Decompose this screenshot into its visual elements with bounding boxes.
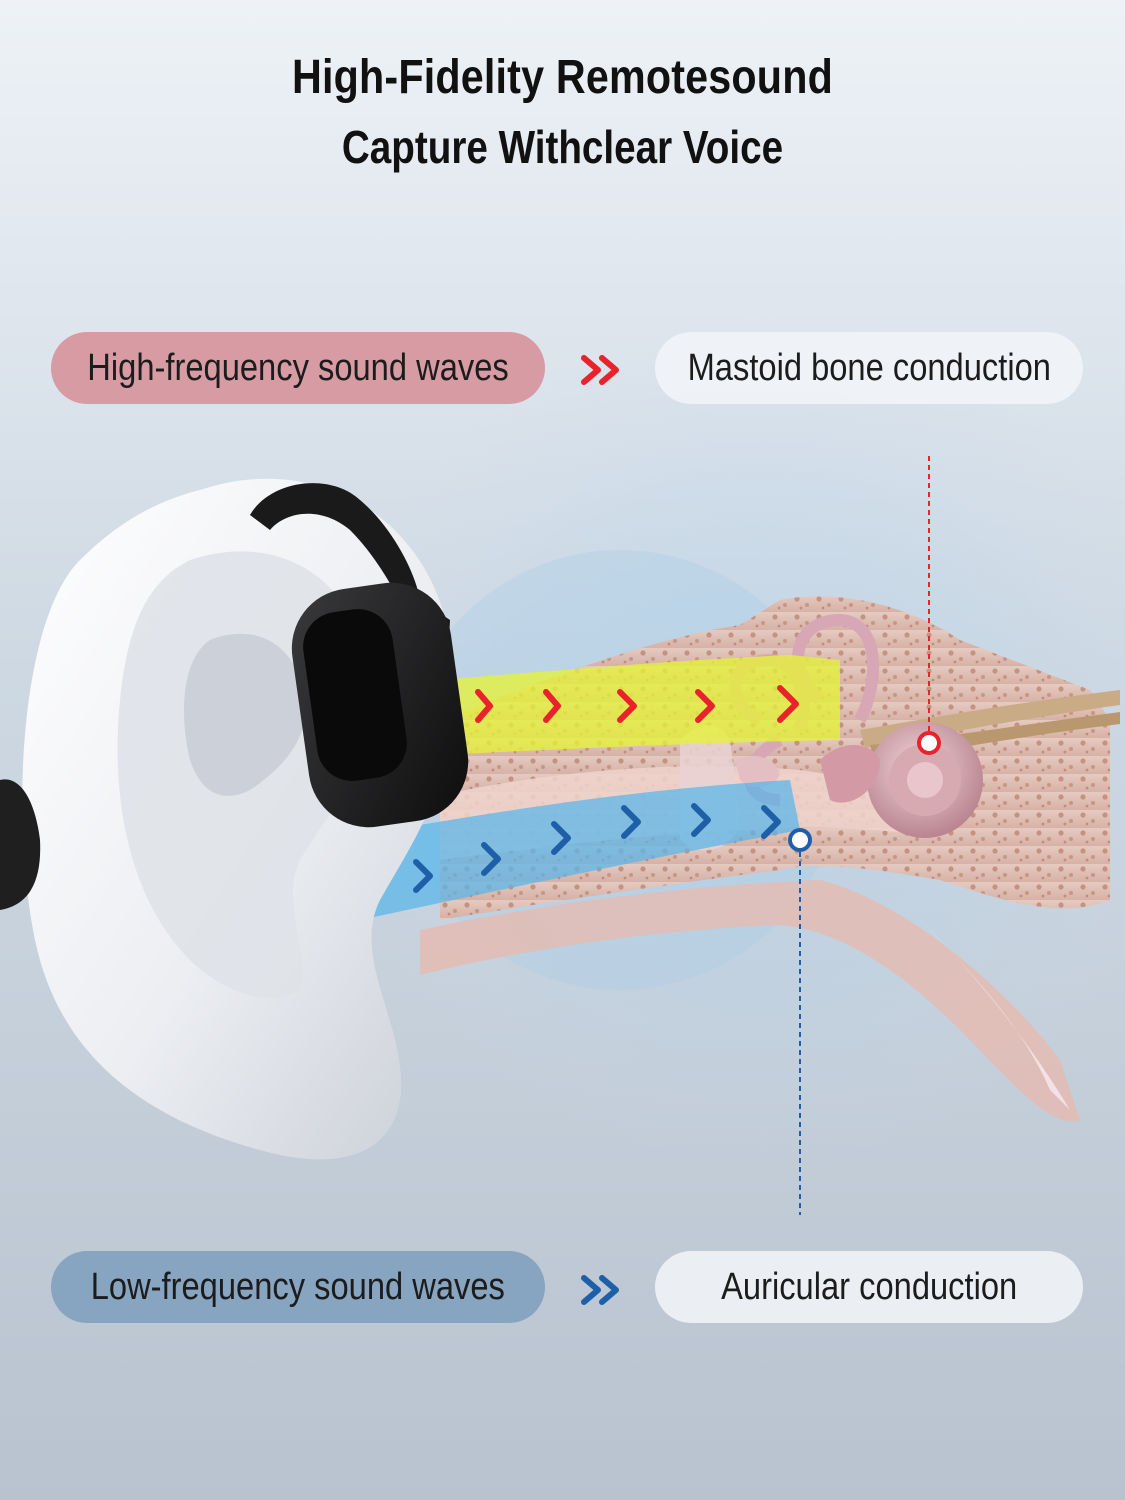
chevron-right-icon	[761, 805, 781, 839]
high-frequency-text: High-frequency sound waves	[87, 346, 509, 389]
low-frequency-text: Low-frequency sound waves	[90, 1265, 506, 1308]
auricular-conduction-text: Auricular conduction	[720, 1265, 1018, 1308]
auricular-marker	[788, 828, 812, 852]
double-chevron-right-icon	[581, 1275, 619, 1305]
mastoid-conduction-text: Mastoid bone conduction	[687, 346, 1051, 389]
cochlea	[820, 722, 983, 838]
high-frequency-label: High-frequency sound waves	[51, 332, 545, 404]
chevron-right-icon	[543, 689, 561, 723]
chevron-right-icon	[621, 805, 641, 839]
chevron-right-icon	[413, 859, 433, 893]
mastoid-conduction-label: Mastoid bone conduction	[655, 332, 1083, 404]
chevron-right-icon	[481, 842, 501, 876]
low-frequency-chevrons	[413, 803, 781, 893]
chevron-right-icon	[691, 803, 711, 837]
page-subtitle: Capture Withclear Voice	[341, 121, 784, 173]
double-chevron-right-icon	[581, 355, 619, 385]
chevron-right-icon	[475, 689, 493, 723]
chevron-right-icon	[695, 689, 715, 723]
chevron-right-icon	[777, 685, 799, 723]
mastoid-marker	[917, 731, 941, 755]
earbud	[0, 483, 469, 910]
low-frequency-label: Low-frequency sound waves	[51, 1251, 545, 1323]
high-frequency-band	[440, 655, 840, 755]
low-frequency-band	[360, 780, 800, 920]
page-title: High-Fidelity Remotesound	[292, 51, 833, 104]
chevron-right-icon	[617, 689, 637, 723]
high-frequency-chevrons	[475, 685, 799, 723]
auricular-conduction-label: Auricular conduction	[655, 1251, 1083, 1323]
chevron-right-icon	[551, 821, 571, 855]
